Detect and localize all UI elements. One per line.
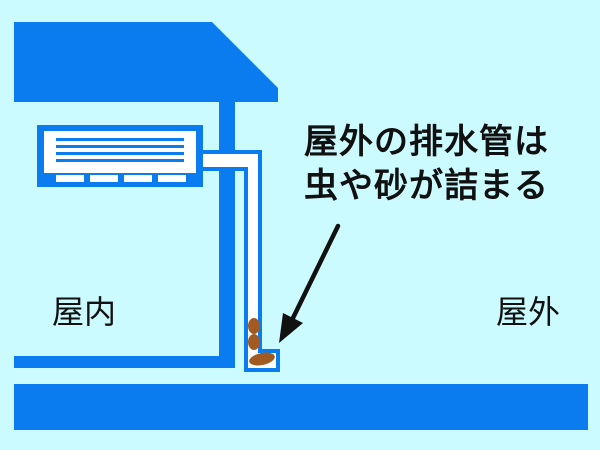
callout-line-1: 屋外の排水管は [304, 122, 549, 162]
indoor-label: 屋内 [52, 293, 117, 331]
arrow-icon [279, 223, 341, 343]
outdoor-label: 屋外 [496, 293, 561, 331]
callout-line-2: 虫や砂が詰まる [304, 166, 549, 206]
callout-text: 屋外の排水管は 虫や砂が詰まる [304, 120, 549, 208]
air-conditioner-icon [37, 125, 203, 187]
house-roof [14, 22, 278, 102]
house-wall [219, 100, 235, 366]
debris-icon [248, 318, 275, 366]
ground [14, 384, 588, 430]
house-floor [14, 356, 235, 368]
drain-pipe [203, 150, 280, 372]
